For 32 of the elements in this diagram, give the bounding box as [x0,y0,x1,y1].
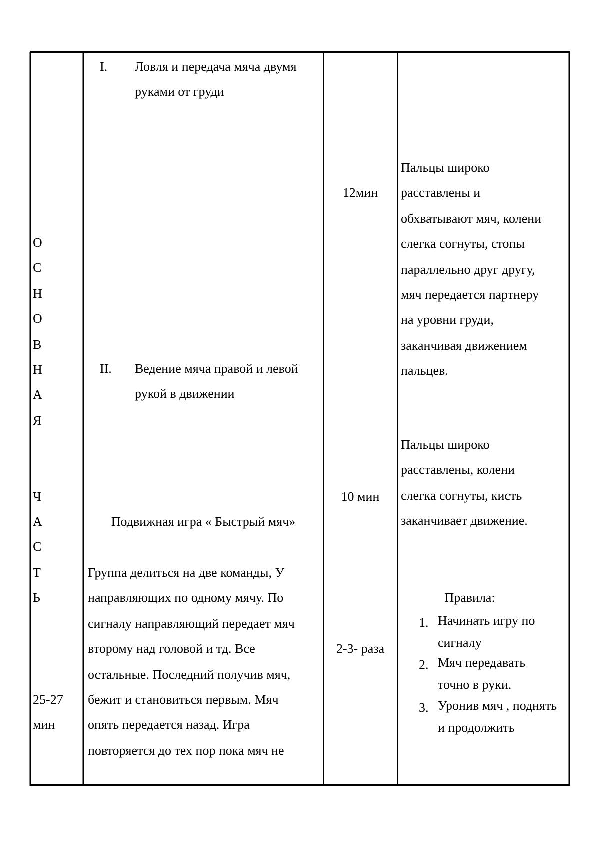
section-letter: Ч [33,488,42,506]
game-title: Подвижная игра « Быстрый мяч» [110,513,297,531]
section-letter: С [33,538,43,556]
rule-text: Мяч передавать точно в руки. [438,654,527,694]
exercise-title: Ловля и передача мяча двумя руками от груди [135,58,298,102]
rule-text: Начинать игру по сигналу [438,612,536,652]
section-letter: А [33,513,44,531]
section-letter: А [33,386,44,404]
section-letter: Т [33,564,42,582]
instruction-text: Пальцы широко расставлены и обхватывают мяч, колени слегка согнуты, стопы параллельно друг другу, мяч передается партнеру на уровни груди, заканчивая движением пальцев. [401,159,543,380]
section-letter: Н [33,361,44,379]
section-letter: О [33,310,44,328]
section-letter: В [33,336,43,354]
exercise-title: Ведение мяча правой и левой рукой в движении [135,360,300,404]
section-letter: О [33,234,44,252]
instruction-text: Пальцы широко расставлены, колени слегка согнуты, кисть заканчивает движение. [401,436,529,530]
section-letter: Ь [33,589,42,607]
duration-text: 10 мин [340,488,381,506]
list-number: 3. [419,699,430,717]
section-letter: Я [33,412,43,430]
repetition-text: 2-3- раза [335,640,386,658]
list-number: I. [100,58,109,76]
rule-text: Уронив мяч , поднять и продолжить [438,697,558,737]
list-number: II. [100,360,113,378]
section-letter: Н [33,284,44,303]
list-number: 2. [419,656,430,674]
duration-text: 25-27 мин [33,691,64,734]
rules-heading: Правила: [444,589,496,607]
section-letter: С [33,259,43,278]
duration-text: 12мин [342,184,380,202]
list-number: 1. [419,614,430,632]
game-description: Группа делиться на две команды, У направляющих по одному мячу. По сигналу направляющий передает мяч второму над головой и тд. Все остальные. Последний получив мяч, бежит и становиться первым. Мяч опять передается назад. Игра повторяется до тех пор пока мяч не [88,564,296,760]
